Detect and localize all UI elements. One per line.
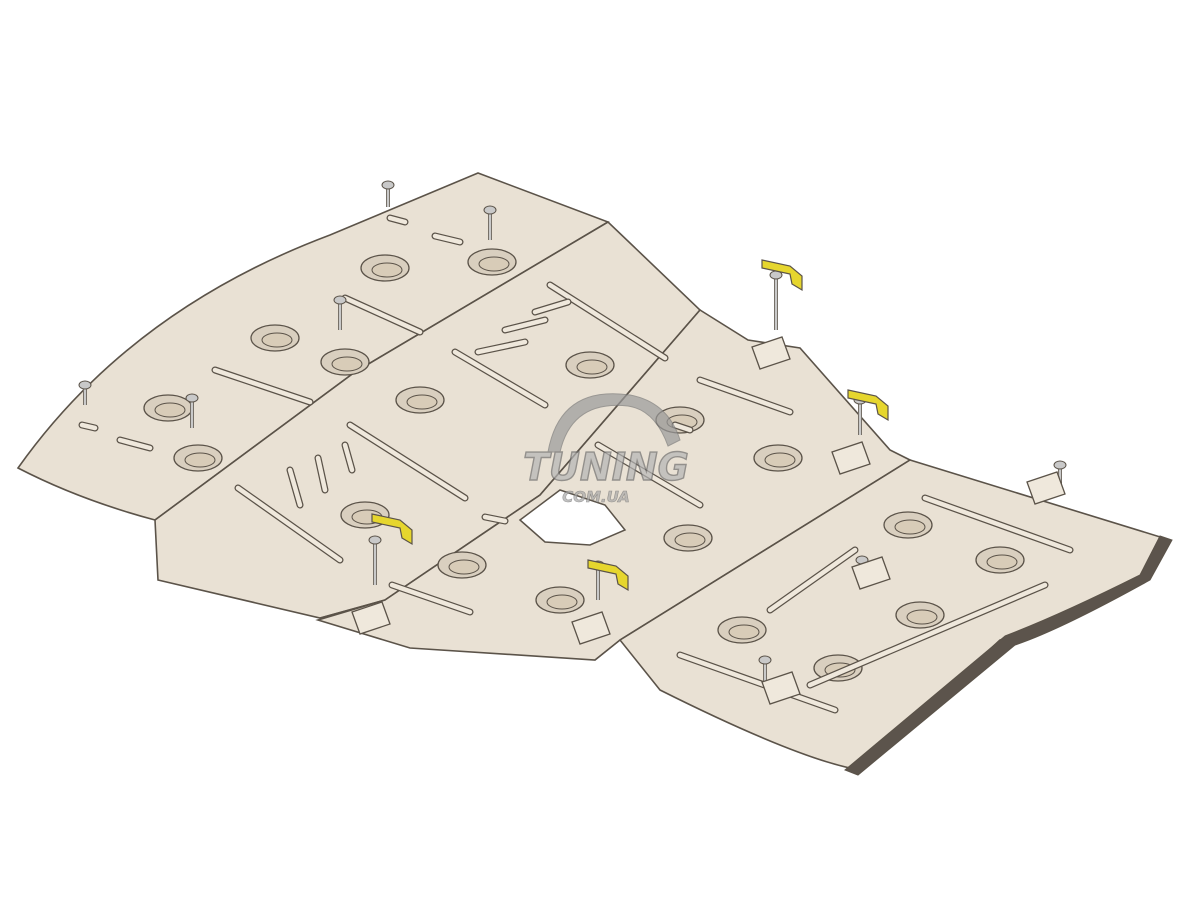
clip-nut-icon <box>847 389 889 422</box>
stiffening-rib-face <box>79 422 98 431</box>
bolt-head-icon <box>758 655 772 665</box>
hole-recess <box>154 402 186 418</box>
bolt-head-icon <box>381 180 395 190</box>
stiffening-rib-face <box>342 442 355 473</box>
service-opening <box>518 489 627 546</box>
hole-recess <box>906 609 938 625</box>
hole-recess <box>261 332 293 348</box>
stiffening-rib-face <box>389 582 473 615</box>
hole-recess <box>331 356 363 372</box>
stiffening-rib-face <box>347 422 468 501</box>
stiffening-rib-face <box>117 437 153 451</box>
stiffening-rib-face <box>342 295 423 335</box>
hole-recess <box>478 256 510 272</box>
hole-recess <box>406 394 438 410</box>
stiffening-rib-face <box>595 442 703 508</box>
bolt-head-icon <box>368 535 382 545</box>
stiffening-rib-face <box>922 495 1073 553</box>
stiffening-rib-face <box>432 233 463 245</box>
clip-nut-icon <box>371 513 413 546</box>
stiffening-rib-face <box>212 367 313 405</box>
stiffening-rib-face <box>475 339 528 355</box>
bolt-head-icon <box>185 393 199 403</box>
stiffening-rib-face <box>672 422 693 433</box>
hole-recess <box>674 532 706 548</box>
clip-nut-icon <box>761 259 803 292</box>
bolt-head-icon <box>1053 460 1067 470</box>
bolt-head-icon <box>483 205 497 215</box>
stiffening-rib-face <box>315 455 328 493</box>
plate-features <box>78 214 1074 714</box>
watermark: TUNING COM.UA <box>522 393 690 506</box>
stiffening-rib-face <box>452 349 548 408</box>
hole-recess <box>371 262 403 278</box>
stiffening-rib-face <box>502 317 548 333</box>
plate-front-lip <box>844 535 1173 776</box>
stiffening-rib-face <box>767 547 858 613</box>
hole-recess <box>184 452 216 468</box>
stiffening-rib-face <box>387 215 408 225</box>
stiffening-rib-face <box>807 582 1048 688</box>
mounting-bracket <box>751 336 791 370</box>
hole-recess <box>728 624 760 640</box>
watermark-brand: TUNING <box>523 445 689 489</box>
stiffening-rib-face <box>235 485 343 563</box>
seam-line <box>594 459 911 661</box>
stiffening-rib-face <box>532 299 571 315</box>
bolt-head-icon <box>78 380 92 390</box>
mounting-bracket <box>761 671 801 705</box>
hole-recess <box>576 359 608 375</box>
hole-recess <box>546 594 578 610</box>
mounting-bracket <box>831 441 871 475</box>
stiffening-rib-face <box>287 467 303 508</box>
clip-nut-icon <box>587 559 629 592</box>
mounting-bracket <box>851 556 891 590</box>
stiffening-rib-face <box>547 282 668 361</box>
stiffening-rib-face <box>482 514 508 524</box>
arc-swoosh-logo-icon <box>547 393 681 453</box>
stiffening-rib-face <box>697 377 793 415</box>
hole-recess <box>764 452 796 468</box>
mounting-bracket <box>571 611 611 645</box>
mounting-hardware <box>78 180 1067 705</box>
mounting-bracket <box>1026 471 1066 505</box>
stiffening-rib-face <box>677 652 838 713</box>
hole-recess <box>894 519 926 535</box>
hole-recess <box>986 554 1018 570</box>
mounting-bracket <box>351 601 391 635</box>
bolt-head-icon <box>333 295 347 305</box>
hole-recess <box>448 559 480 575</box>
watermark-domain: COM.UA <box>562 488 630 506</box>
